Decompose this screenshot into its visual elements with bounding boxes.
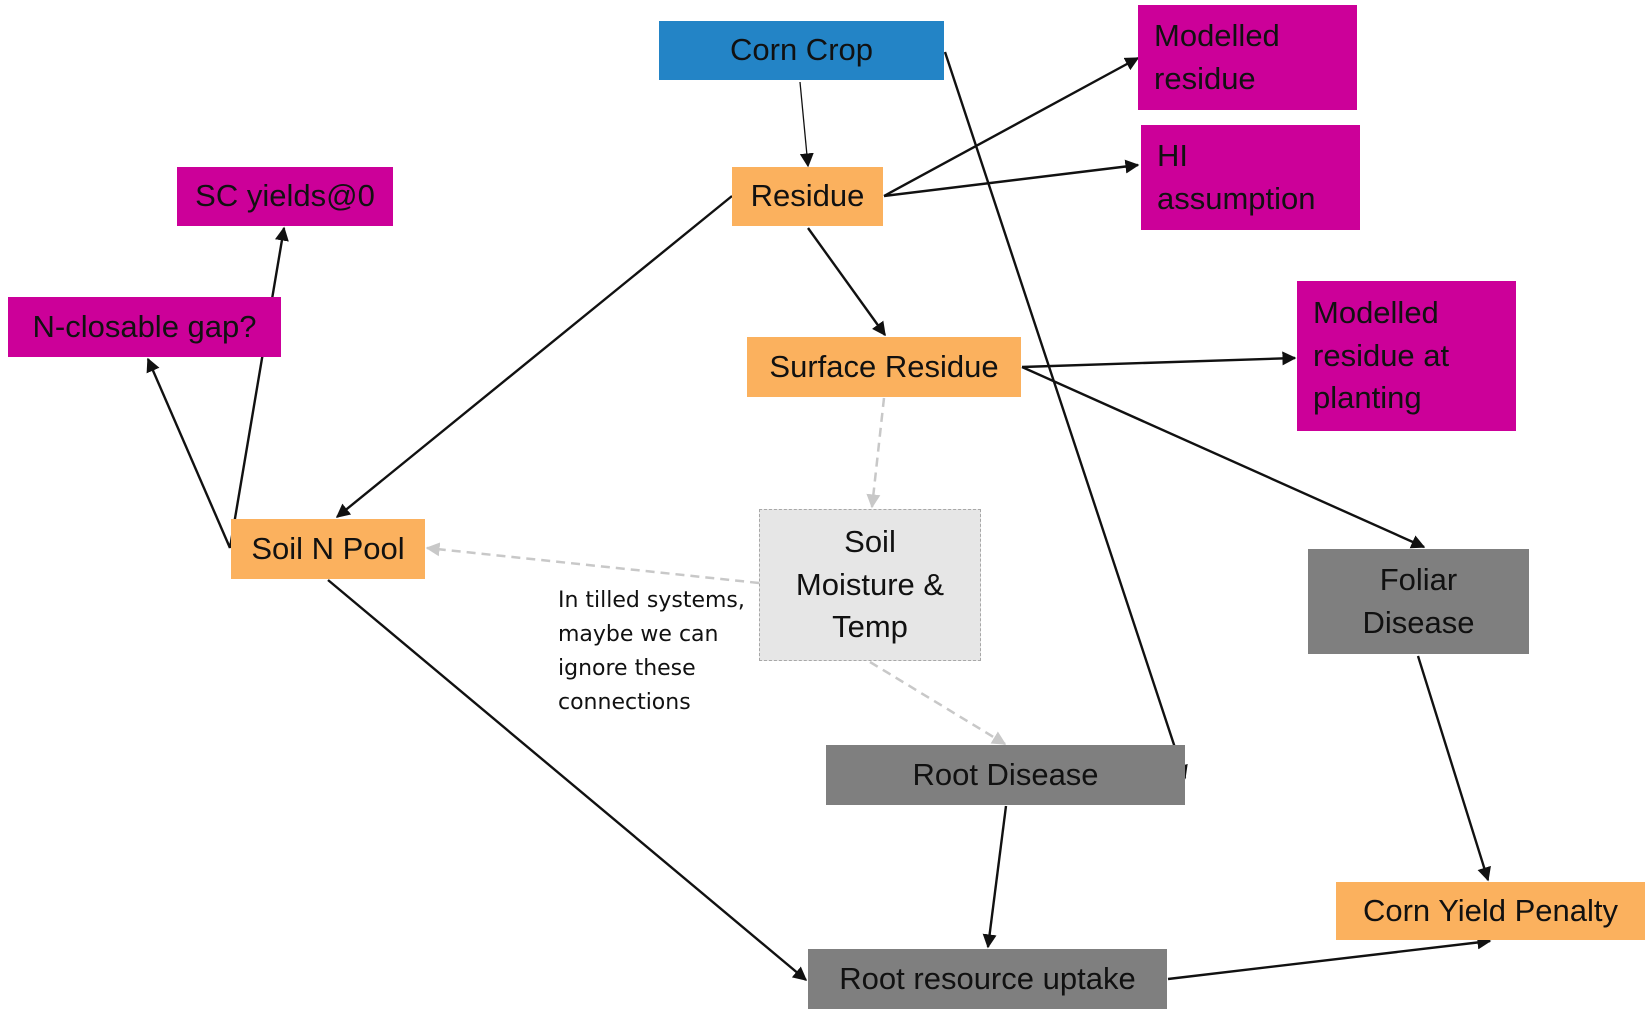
edge-residue-hi	[883, 159, 1140, 198]
node-modelled-residue-at-planting: Modelled residue at planting	[1297, 281, 1516, 431]
node-sc-yields: SC yields@0	[177, 167, 393, 226]
node-root-disease: Root Disease	[826, 745, 1185, 805]
node-surface-residue: Surface Residue	[747, 337, 1021, 397]
edge-moisture-soiln	[425, 542, 760, 585]
node-soil-n-pool: Soil N Pool	[231, 519, 425, 579]
edge-surface-planting	[1021, 351, 1297, 369]
node-root-resource-uptake: Root resource uptake	[808, 949, 1167, 1009]
edge-soiln-scyields	[228, 226, 289, 549]
node-corn-yield-penalty: Corn Yield Penalty	[1336, 882, 1645, 940]
edge-moisture-rootdisease	[869, 660, 1007, 746]
edge-rootdisease-rootuptake	[982, 805, 1008, 949]
node-n-closable-gap: N-closable gap?	[8, 297, 281, 357]
edge-foliar-yield	[1416, 655, 1491, 882]
edge-rootuptake-yield	[1167, 935, 1492, 981]
node-hi-assumption: HI assumption	[1141, 125, 1360, 230]
edge-residue-soiln	[335, 195, 733, 518]
node-foliar-disease: Foliar Disease	[1308, 549, 1529, 654]
edge-soiln-gap	[146, 357, 232, 549]
node-corn-crop: Corn Crop	[659, 21, 944, 80]
tilled-systems-note: In tilled systems, maybe we can ignore t…	[558, 588, 745, 716]
node-soil-moisture-temp: Soil Moisture & Temp	[759, 509, 981, 661]
node-modelled-residue: Modelled residue	[1138, 5, 1357, 110]
edge-surface-moisture	[866, 397, 886, 509]
node-residue: Residue	[732, 167, 883, 226]
edge-residue-surface	[807, 227, 886, 337]
edge-corncrop-residue	[799, 81, 814, 168]
